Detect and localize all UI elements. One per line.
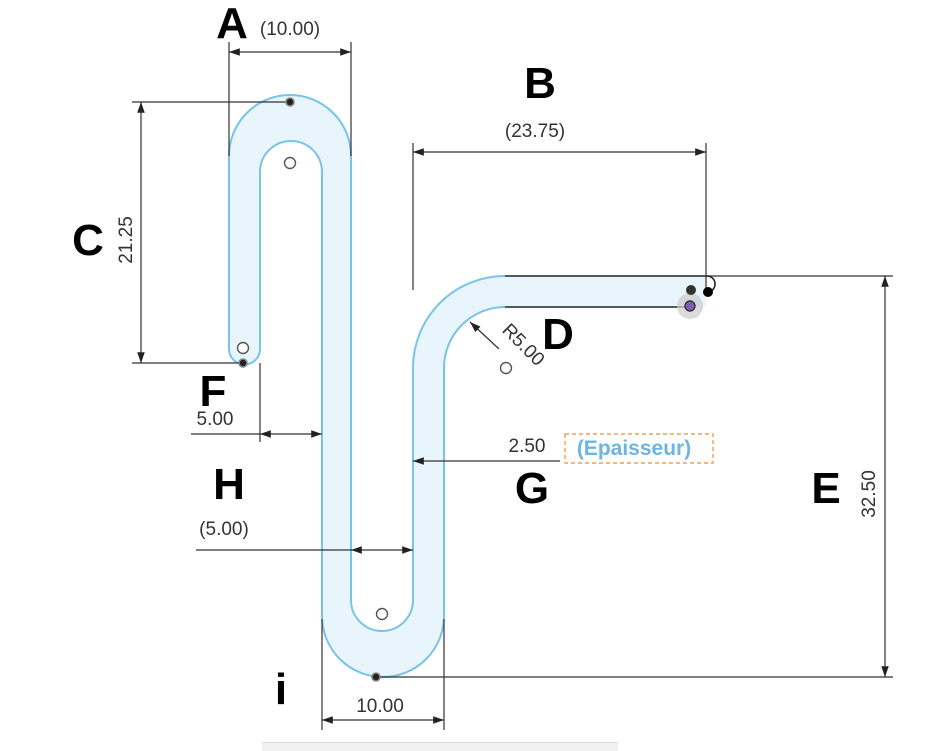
point-bottom-arc[interactable] [371, 672, 381, 682]
extension-lines [132, 42, 893, 730]
label-e: E [811, 464, 840, 513]
bottom-u-inner-edge[interactable] [350, 368, 414, 632]
dim-left-offset[interactable]: 5.00 [197, 409, 234, 430]
point-left-end[interactable] [238, 358, 248, 368]
point-top-arc-center[interactable] [283, 156, 297, 170]
profile-fill [229, 95, 706, 677]
label-h: H [213, 460, 245, 509]
dimension-lines [137, 48, 889, 724]
label-f: F [200, 367, 227, 416]
point-selected[interactable] [684, 300, 696, 312]
point-left-end-center[interactable] [236, 341, 250, 355]
bend-outer-arc[interactable] [412, 275, 506, 369]
dim-line-radius [469, 321, 500, 350]
point-right-end[interactable] [703, 287, 713, 297]
dim-right-height[interactable]: 32.50 [859, 470, 880, 518]
dim-right-span[interactable]: (23.75) [505, 121, 565, 142]
label-c: C [72, 216, 104, 265]
label-d: D [542, 310, 574, 359]
param-box[interactable] [564, 433, 714, 464]
dim-mid-offset[interactable]: (5.00) [199, 519, 249, 540]
point-bend-center[interactable] [499, 361, 513, 375]
point-right-end-upper[interactable] [686, 285, 696, 295]
bend-inner-arc[interactable] [443, 306, 506, 369]
dim-thickness-param[interactable]: (Epaisseur) [577, 437, 691, 460]
annotation-labels: A B C D E F G H i [72, 0, 841, 714]
dim-bottom-width[interactable]: 10.00 [356, 696, 404, 717]
bottom-toolbar-edge [262, 742, 618, 751]
left-slot-inner-edge[interactable] [259, 140, 323, 616]
profile-body [228, 94, 716, 678]
label-g: G [515, 464, 549, 513]
sketch-points [236, 97, 713, 682]
label-b: B [524, 59, 556, 108]
point-top-arc[interactable] [285, 97, 295, 107]
label-a: A [216, 0, 248, 48]
dim-top-width[interactable]: (10.00) [260, 19, 320, 40]
dim-thickness-value[interactable]: 2.50 [509, 436, 546, 457]
dim-left-height[interactable]: 21.25 [116, 216, 137, 264]
point-bottom-arc-center[interactable] [375, 607, 389, 621]
left-slot-outer-edge[interactable] [228, 94, 352, 600]
dimension-texts: (10.00) (23.75) 21.25 R5.00 5.00 2.50 (E… [116, 19, 880, 717]
label-i: i [275, 665, 287, 714]
